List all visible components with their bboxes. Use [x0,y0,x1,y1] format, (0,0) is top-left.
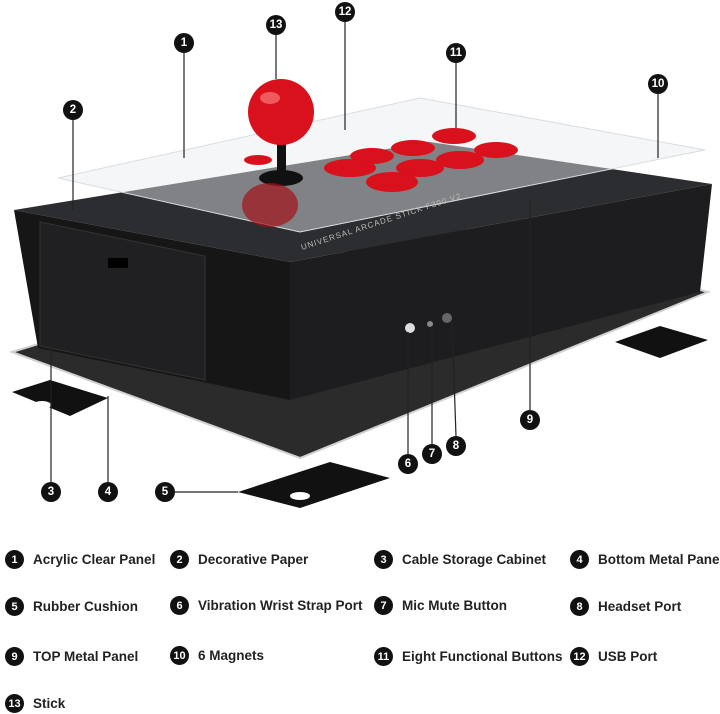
callout-3: 3 [41,482,61,502]
legend-number: 13 [5,694,24,713]
legend-label: Vibration Wrist Strap Port [198,598,363,613]
callout-9: 9 [520,410,540,430]
legend-number: 1 [5,550,24,569]
legend-item: 5 Rubber Cushion [5,597,138,616]
callout-8: 8 [446,436,466,456]
legend-item: 10 6 Magnets [170,646,264,665]
callout-5: 5 [155,482,175,502]
callout-2: 2 [63,100,83,120]
legend-item: 13 Stick [5,694,65,713]
rubber-cushion [12,380,108,416]
legend-number: 9 [5,647,24,666]
legend-number: 8 [570,597,589,616]
legend-item: 11 Eight Functional Buttons [374,647,562,666]
stick-ball [248,79,314,145]
legend-item: 9 TOP Metal Panel [5,647,138,666]
callout-7: 7 [422,444,442,464]
legend-number: 5 [5,597,24,616]
legend-number: 11 [374,647,393,666]
callout-10: 10 [648,74,668,94]
legend-label: Acrylic Clear Panel [33,552,156,567]
legend-item: 6 Vibration Wrist Strap Port [170,596,363,615]
legend-label: Cable Storage Cabinet [402,552,547,567]
legend-label: 6 Magnets [198,648,265,663]
legend-label: Rubber Cushion [33,599,138,614]
legend-number: 7 [374,596,393,615]
callout-12: 12 [335,2,355,22]
legend-number: 6 [170,596,189,615]
rubber-cushion [615,326,708,358]
legend-number: 12 [570,647,589,666]
legend-number: 2 [170,550,189,569]
legend-item: 2 Decorative Paper [170,550,308,569]
legend-label: Mic Mute Button [402,598,507,613]
legend-label: USB Port [598,649,658,664]
callout-1: 1 [174,33,194,53]
functional-buttons [244,128,518,192]
legend-item: 12 USB Port [570,647,657,666]
legend-label: Headset Port [598,599,682,614]
callout-4: 4 [98,482,118,502]
legend-label: Decorative Paper [198,552,309,567]
rubber-cushion [238,462,390,508]
legend-number: 10 [170,646,189,665]
top-metal-panel [14,142,712,262]
legend-number: 3 [374,550,393,569]
legend-item: 4 Bottom Metal Panel [570,550,720,569]
legend-label: Stick [33,696,66,711]
legend-item: 7 Mic Mute Button [374,596,507,615]
legend-number: 4 [570,550,589,569]
legend-label: Eight Functional Buttons [402,649,563,664]
callout-13: 13 [266,15,286,35]
callout-11: 11 [446,43,466,63]
legend-label: Bottom Metal Panel [598,552,720,567]
callout-6: 6 [398,454,418,474]
legend-item: 3 Cable Storage Cabinet [374,550,546,569]
legend-label: TOP Metal Panel [33,649,139,664]
legend-item: 8 Headset Port [570,597,681,616]
arcade-stick-illustration: UNIVERSAL ARCADE STICK F300 V2 [8,22,712,508]
legend-item: 1 Acrylic Clear Panel [5,550,155,569]
